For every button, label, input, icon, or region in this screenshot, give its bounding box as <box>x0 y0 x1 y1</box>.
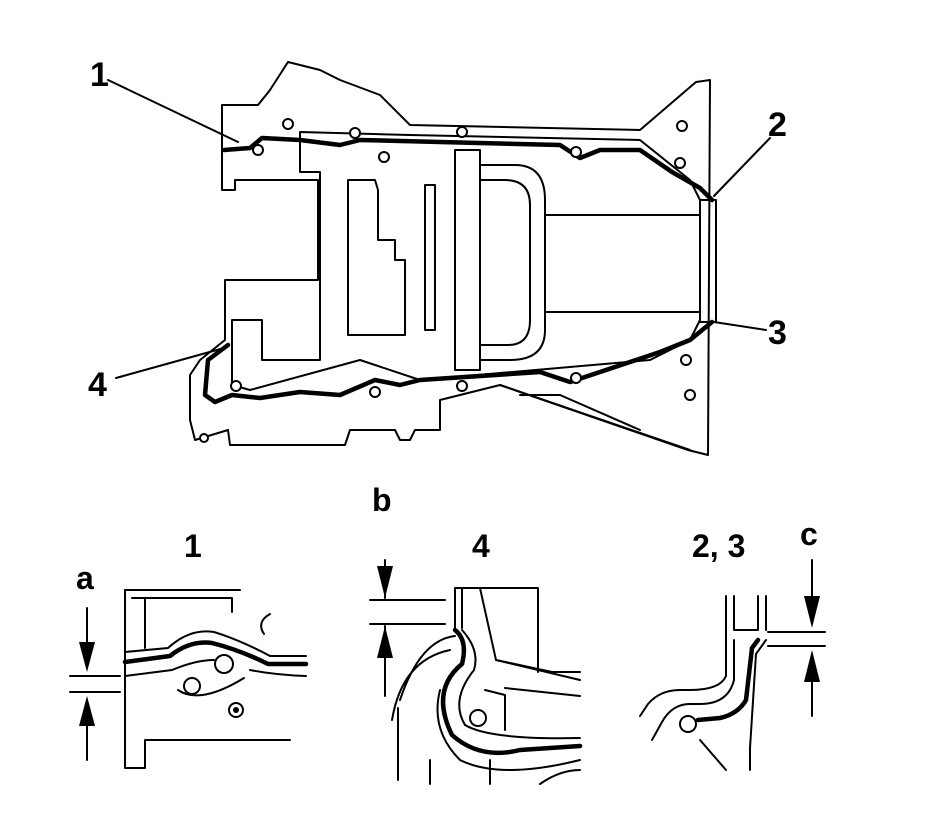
callout-2: 2 <box>768 106 787 144</box>
baffle-center-slot <box>424 149 481 371</box>
dimension-a-label: a <box>76 560 94 596</box>
callout-4: 4 <box>88 366 107 404</box>
lower-gusset <box>499 384 691 451</box>
callout-3: 3 <box>768 314 787 352</box>
leader-line-2 <box>713 137 771 197</box>
detail-2-3-title: 2, 3 <box>692 528 746 564</box>
pan-end-flange <box>699 199 717 323</box>
detail-2-3-view <box>639 559 826 771</box>
leader-line-3 <box>713 321 767 331</box>
leader-line-4 <box>115 347 225 379</box>
leader-line-1 <box>107 79 239 143</box>
detail-1-title: 1 <box>184 528 202 564</box>
detail-1-view <box>69 589 309 769</box>
detail-4-view <box>369 559 583 785</box>
dimension-b-label: b <box>372 482 392 518</box>
baffle-left <box>347 179 406 336</box>
oil-pump-pickup <box>479 164 546 361</box>
oil-pan-main-view <box>107 61 771 456</box>
callout-1: 1 <box>90 56 109 94</box>
detail-4-title: 4 <box>472 528 490 564</box>
oil-pan-outer-outline <box>189 61 711 456</box>
sealant-bead-path <box>202 135 715 405</box>
dimension-c-label: c <box>800 516 818 552</box>
oil-pan-inner-body <box>231 131 701 391</box>
